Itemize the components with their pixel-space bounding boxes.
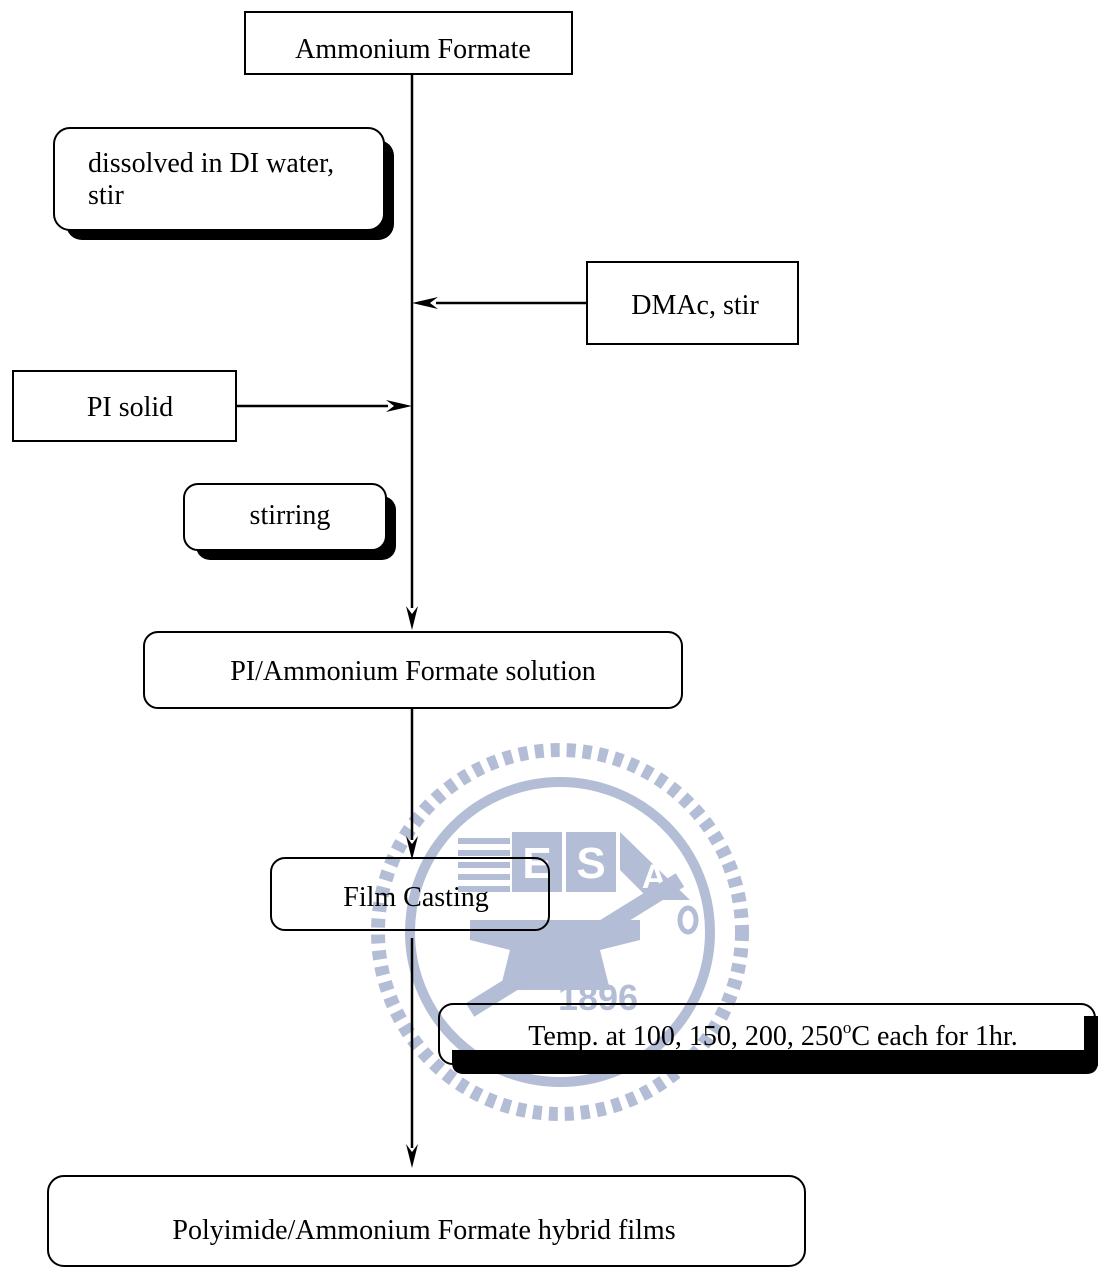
pi-solution-label: PI/Ammonium Formate solution <box>230 656 596 687</box>
film-casting-label: Film Casting <box>343 882 488 913</box>
node-ammonium-formate: Ammonium Formate <box>244 11 573 75</box>
stirring-label: stirring <box>250 500 331 531</box>
node-film-casting: Film Casting <box>270 857 550 931</box>
node-dmac: DMAc, stir <box>586 261 799 345</box>
hybrid-films-label: Polyimide/Ammonium Formate hybrid films <box>172 1215 675 1246</box>
watermark-seal: E S A 1896 <box>371 743 749 1121</box>
node-hybrid-films: Polyimide/Ammonium Formate hybrid films <box>47 1175 806 1267</box>
dissolve-step-line2: stir <box>88 180 124 211</box>
node-temp-step: Temp. at 100, 150, 200, 250oC each for 1… <box>438 1003 1098 1074</box>
pi-solid-label: PI solid <box>87 392 173 423</box>
node-stirring: stirring <box>183 483 396 560</box>
watermark-letter-s: S <box>576 839 605 888</box>
connector-dmac-arrow <box>412 297 586 309</box>
node-dissolve-step: dissolved in DI water, stir <box>53 127 394 240</box>
watermark-anvil-icon <box>465 873 699 1017</box>
node-pi-solid: PI solid <box>12 370 237 442</box>
ammonium-formate-label: Ammonium Formate <box>295 34 531 65</box>
dmac-label: DMAc, stir <box>631 290 759 321</box>
watermark-book-icon <box>458 838 510 892</box>
dissolve-step-line1: dissolved in DI water, <box>88 148 334 179</box>
node-pi-solution: PI/Ammonium Formate solution <box>143 631 683 709</box>
temp-step-label: Temp. at 100, 150, 200, 250oC each for 1… <box>528 1018 1017 1052</box>
watermark-year: 1896 <box>558 977 638 1018</box>
arrowhead-to-solution <box>406 606 418 630</box>
connector-pi-solid-arrow <box>236 400 412 412</box>
